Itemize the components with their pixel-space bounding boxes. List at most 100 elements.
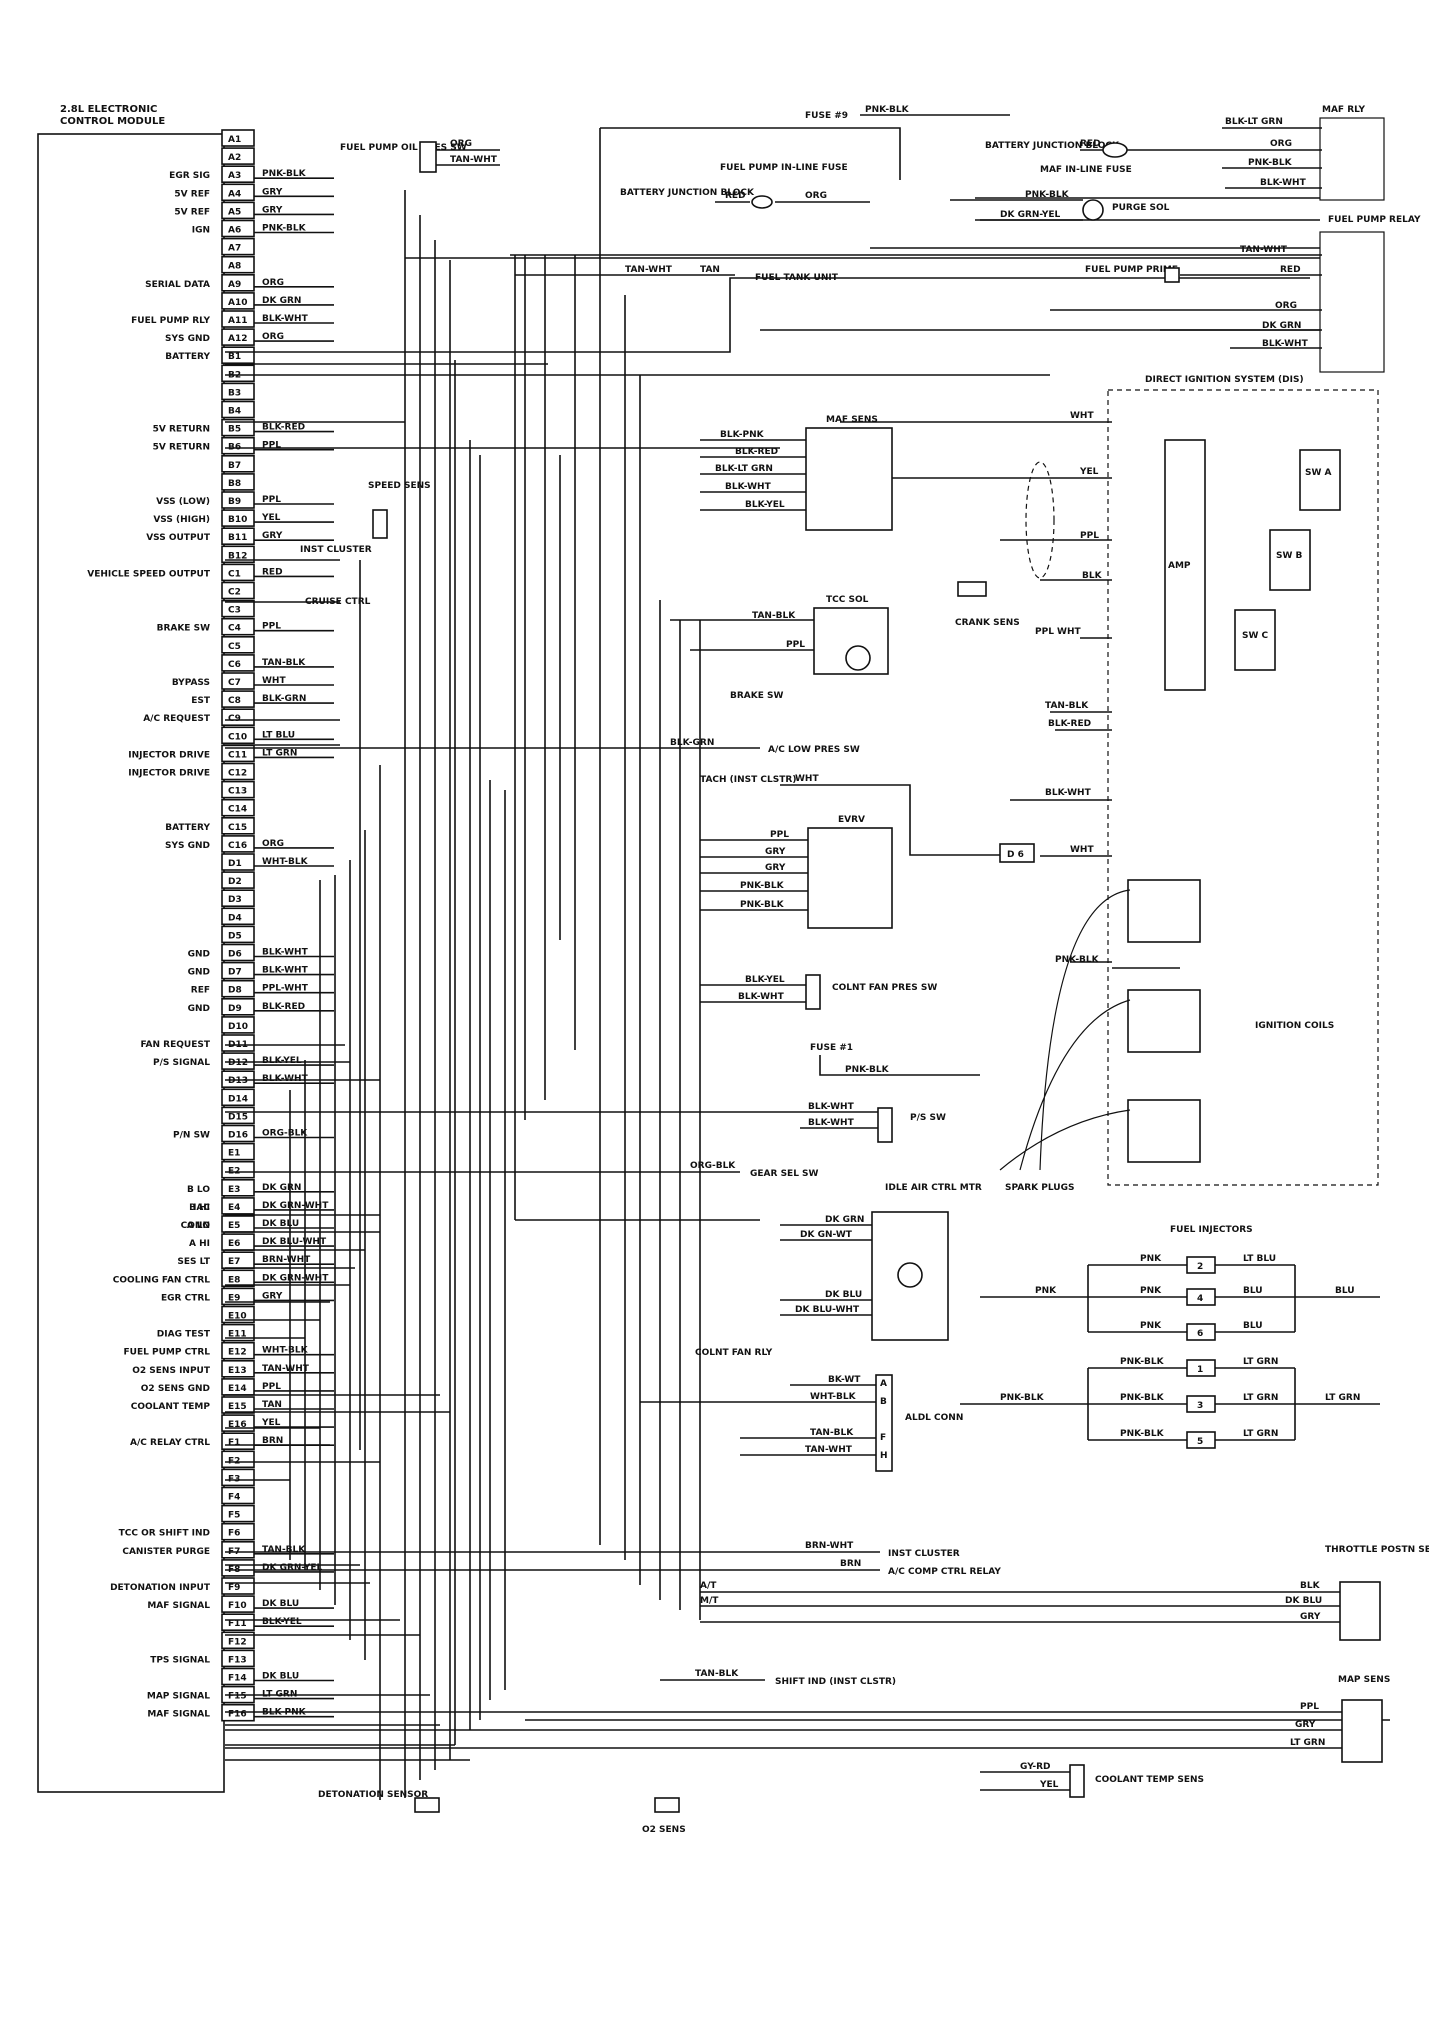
ecm-pin-box: [221, 1124, 255, 1143]
ecm-function-label: FUEL PUMP RLY: [131, 316, 210, 326]
ecm-pin-label: C3: [228, 606, 241, 616]
ecm-pin-box: [221, 907, 255, 926]
svg-text:LT GRN: LT GRN: [1243, 1429, 1278, 1439]
ecm-pin-box: [221, 273, 255, 292]
ecm-pin-wire-color: BLK-WHT: [262, 948, 309, 958]
svg-text:ORG: ORG: [450, 139, 472, 149]
ecm-function-label: P/S SIGNAL: [153, 1058, 210, 1068]
ecm-function-label: GND: [188, 950, 210, 960]
ecm-function-label: DIAG TEST: [157, 1330, 211, 1340]
ecm-pin-box: [221, 237, 255, 256]
ecm-function-label: SYS GND: [165, 334, 210, 344]
maf-sensor: MAF SENS BLK-PNK BLK-RED BLK-LT GRN BLK-…: [700, 415, 893, 531]
ecm-function-label: VEHICLE SPEED OUTPUT: [87, 569, 211, 579]
ecm-pin-wire-color: TAN-BLK: [262, 658, 306, 668]
ecm-pin-box: [221, 1323, 255, 1342]
ecm-pin-wire-color: BLK-RED: [262, 1002, 305, 1012]
ecm-pin-wire-color: YEL: [261, 513, 281, 523]
ecm-pin-box: [221, 1577, 255, 1595]
ecm-pin-label: D5: [228, 931, 242, 941]
ecm-pin-label: E7: [228, 1257, 240, 1267]
coolant-temp-sens: GY-RD YEL COOLANT TEMP SENS: [980, 1762, 1204, 1798]
ecm-pin-wire-color: DK GRN: [262, 1183, 301, 1193]
ecm-function-label: BATTERY: [165, 352, 210, 362]
ecm-function-label: 5V REF: [174, 189, 210, 199]
fuse-9-label: FUSE #9: [805, 111, 848, 121]
ecm-pin-label: C13: [228, 787, 247, 797]
ecm-pin-box: [221, 581, 255, 600]
ecm-pin-box: [221, 798, 255, 817]
speed-sensor: SPEED SENS INST CLUSTER CRUISE CTRL: [300, 481, 431, 607]
svg-text:BLK-GRN: BLK-GRN: [670, 738, 714, 748]
ecm-pin-wire-color: DK BLU: [262, 1219, 299, 1229]
ecm-pin-wire-color: PPL: [262, 441, 281, 451]
ecm-pin-wire-color: TAN: [262, 1400, 282, 1410]
ecm-function-label: BATTERY: [165, 823, 210, 833]
svg-text:PNK: PNK: [1140, 1321, 1162, 1331]
ps-sw: P/S SW BLK-WHT BLK-WHT: [225, 1102, 946, 1143]
svg-text:TAN-BLK: TAN-BLK: [810, 1428, 854, 1438]
svg-text:SW B: SW B: [1276, 551, 1303, 561]
ecm-pin-box: [221, 1179, 255, 1197]
at-label: A/T: [700, 1581, 717, 1591]
ecm-pin-box: [221, 1197, 255, 1215]
maf-relay: MAF RLY BLK-LT GRN ORG PNK-BLK BLK-WHT B…: [985, 105, 1385, 201]
svg-text:ORG: ORG: [1270, 139, 1292, 149]
ecm-pin-box: [221, 853, 255, 871]
svg-text:PNK-BLK: PNK-BLK: [1120, 1429, 1165, 1439]
ecm-pin-box: [221, 1269, 255, 1288]
ecm-pin-box: [221, 527, 255, 546]
ecm-function-label: REF: [191, 986, 210, 996]
ecm-pin-label: C15: [228, 823, 247, 833]
ecm-pin-label: A11: [228, 316, 248, 326]
ecm-pin-label: D1: [228, 859, 242, 869]
ecm-pin-label: B4: [228, 407, 241, 417]
map-sens-label: MAP SENS: [1338, 1675, 1390, 1685]
ecm-pin-box: [221, 364, 255, 383]
tach: TACH (INST CLSTR) WHT: [700, 774, 1000, 856]
purge-sol: PURGE SOL PNK-BLK DK GRN-YEL: [950, 190, 1170, 221]
ecm-pin-label: B1: [228, 352, 241, 362]
svg-text:BLK-WHT: BLK-WHT: [738, 992, 785, 1002]
ecm-pin-wire-color: BRN-WHT: [262, 1255, 311, 1265]
ac-comp-ctrl-relay-label: A/C COMP CTRL RELAY: [888, 1567, 1001, 1577]
ecm-pin-box: [221, 889, 255, 908]
ecm-pin-box: [221, 1414, 255, 1432]
ecm-pin-label: C14: [228, 805, 247, 815]
ecm-pin-label: B8: [228, 479, 241, 489]
svg-text:RED: RED: [1080, 139, 1101, 149]
ecm-pin-label: C5: [228, 642, 241, 652]
colnt-fan-pres-sw: BLK-YEL BLK-WHT COLNT FAN PRES SW: [700, 974, 937, 1010]
svg-text:PNK-BLK: PNK-BLK: [740, 900, 785, 910]
evrv-label: EVRV: [838, 815, 865, 825]
ecm-pin-label: A1: [228, 135, 241, 145]
ecm-pin-box: [221, 183, 255, 202]
coolant-temp-sens-label: COOLANT TEMP SENS: [1095, 1775, 1204, 1785]
svg-text:BK-WT: BK-WT: [828, 1375, 861, 1385]
ecm-pin-wire-color: TAN-BLK: [262, 1545, 306, 1555]
ecm-function-label: FUEL PUMP CTRL: [124, 1348, 211, 1358]
ecm-pin-label: E16: [228, 1420, 247, 1430]
ecm-pin-label: D3: [228, 895, 242, 905]
ecm-pin-label: E10: [228, 1312, 247, 1322]
ecm-pin-box: [221, 1667, 255, 1686]
ecm-pin-label: B3: [228, 388, 241, 398]
ecm-pin-box: [221, 1052, 255, 1070]
ecm-pin-label: C1: [228, 569, 241, 579]
maf-sens-label: MAF SENS: [826, 415, 878, 425]
ecm-pin-box: [221, 635, 255, 654]
svg-text:3: 3: [1197, 1401, 1203, 1411]
ecm-pin-label: E12: [228, 1348, 247, 1358]
ecm-function-label: GND: [188, 968, 210, 978]
ecm-function-label: GND: [188, 1004, 210, 1014]
ecm-pin-box: [221, 726, 255, 745]
ecm-pin-label: F15: [228, 1692, 247, 1702]
ecm-pin-box: [221, 255, 255, 274]
ecm-function-label: VSS (LOW): [156, 497, 210, 507]
ecm-pin-label: C11: [228, 750, 247, 760]
ecm-pin-box: [221, 1341, 255, 1360]
ecm-pin-box: [221, 1088, 255, 1107]
ecm-pin-label: C2: [228, 588, 241, 598]
ecm-function-label: TCC OR SHIFT IND: [119, 1529, 210, 1539]
svg-text:PNK-BLK: PNK-BLK: [1000, 1393, 1045, 1403]
